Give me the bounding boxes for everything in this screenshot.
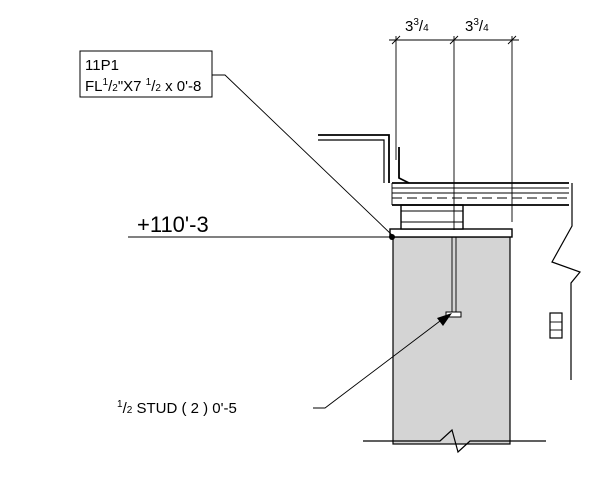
stud-callout-leader (313, 317, 445, 409)
embed-plate (389, 228, 513, 238)
leader-arrowhead (437, 313, 452, 326)
stud-callout: 1/2 STUD ( 2 ) 0'-5 (117, 399, 237, 417)
plate-description: FL1/2"X7 1/2 x 0'-8 (85, 77, 201, 95)
wall-break-line (363, 428, 546, 454)
plate-tag-box (79, 50, 213, 98)
plate-tag-leader (212, 74, 393, 236)
stud-head (445, 311, 462, 318)
concrete-wall (392, 236, 511, 445)
dimension-right: 33/4 (465, 17, 489, 35)
side-plate (549, 312, 563, 339)
angle-clip (318, 134, 390, 183)
plate-mark: 11P1 (85, 57, 119, 74)
dimension-left: 33/4 (405, 17, 429, 35)
clip-bend (398, 147, 410, 184)
right-break-line (551, 183, 582, 380)
elevation-label: +110'-3 (137, 212, 209, 237)
